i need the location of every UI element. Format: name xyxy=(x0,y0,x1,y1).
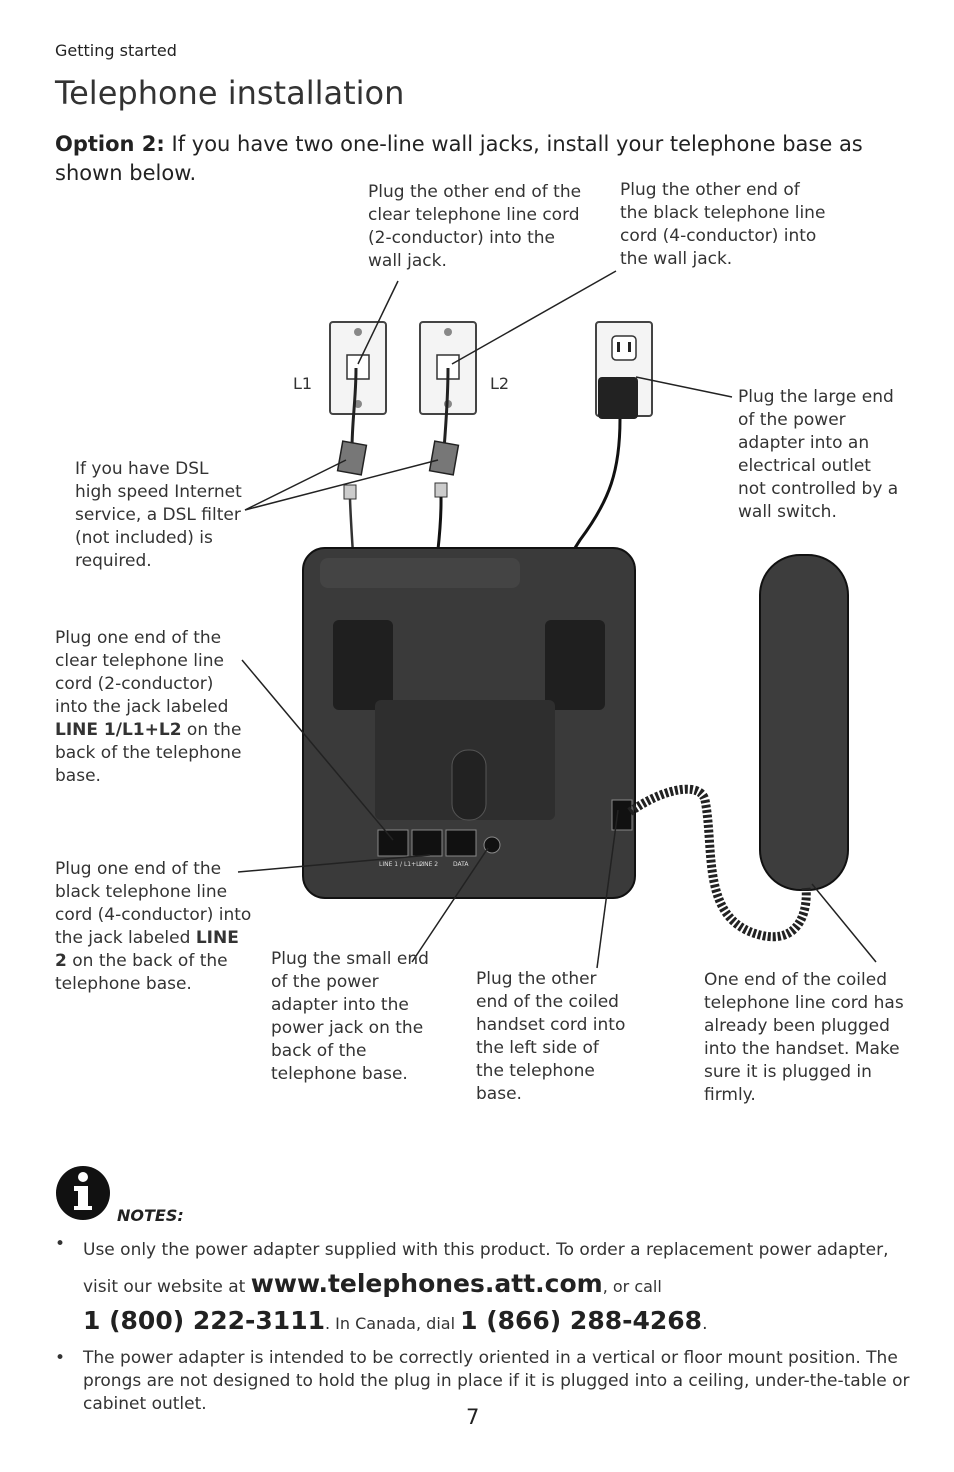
callout-coiled-handset: One end of the coiled telephone line cor… xyxy=(704,970,904,1105)
intro-text: If you have two one-line wall jacks, ins… xyxy=(55,132,863,185)
notes-list: • Use only the power adapter supplied wi… xyxy=(55,1233,915,1422)
electrical-outlet xyxy=(595,321,653,419)
jack-label-l1: L1 xyxy=(293,374,313,393)
callout-clear-wall: Plug the other end of the clear telephon… xyxy=(368,182,582,271)
callout-clear-base: Plug one end of the clear telephone line… xyxy=(55,627,245,788)
option-label: Option 2: xyxy=(55,132,165,156)
page-title: Telephone installation xyxy=(55,74,405,112)
website-link[interactable]: www.telephones.att.com xyxy=(250,1269,603,1298)
callout-clear-base-text: Plug one end of the clear telephone line… xyxy=(55,628,229,717)
note1-end: . xyxy=(702,1314,708,1334)
note1-canada: . In Canada, dial xyxy=(324,1314,461,1333)
note1-text: Use only the power adapter supplied with… xyxy=(83,1240,889,1297)
base-jack-label-3: DATA xyxy=(453,861,469,868)
note2-text: The power adapter is intended to be corr… xyxy=(83,1348,910,1414)
jack-name-line2: LINE 2 xyxy=(55,928,239,971)
callout-power-small: Plug the small end of the power adapter … xyxy=(271,949,429,1084)
callout-dsl: If you have DSL high speed Internet serv… xyxy=(75,459,242,571)
note-item: • The power adapter is intended to be co… xyxy=(55,1348,910,1414)
phone-us: 1 (800) 222-3111 xyxy=(83,1306,325,1335)
callout-black-wall: Plug the other end of the black telephon… xyxy=(620,180,826,269)
jack-label-l2: L2 xyxy=(490,374,510,393)
base-jack-label-2: LINE 2 xyxy=(419,861,439,868)
page-number: 7 xyxy=(466,1405,480,1429)
section-label: Getting started xyxy=(55,41,177,60)
telephone-base xyxy=(302,547,636,899)
callout-clear-base-end: on the back of the telephone base. xyxy=(55,720,242,786)
jack-name-line1: LINE 1/L1+L2 xyxy=(55,720,182,740)
handset xyxy=(759,554,849,891)
note-item: • Use only the power adapter supplied wi… xyxy=(55,1234,889,1335)
callout-power-large: Plug the large end of the power adapter … xyxy=(738,387,899,522)
callout-coiled-base: Plug the other end of the coiled handset… xyxy=(476,969,626,1104)
base-jack-label-1: LINE 1 / L1+L2 xyxy=(379,861,424,868)
callout-black-base: Plug one end of the black telephone line… xyxy=(55,858,255,996)
note1-or-call: , or call xyxy=(602,1277,662,1296)
callout-black-base-end: on the back of the telephone base. xyxy=(55,951,228,994)
callout-black-base-text: Plug one end of the black telephone line… xyxy=(55,859,252,948)
phone-canada: 1 (866) 288-4268 xyxy=(460,1306,703,1335)
intro-paragraph: Option 2: If you have two one-line wall … xyxy=(55,130,915,188)
notes-heading: NOTES: xyxy=(117,1206,184,1225)
wall-jack-l1 xyxy=(329,321,387,415)
